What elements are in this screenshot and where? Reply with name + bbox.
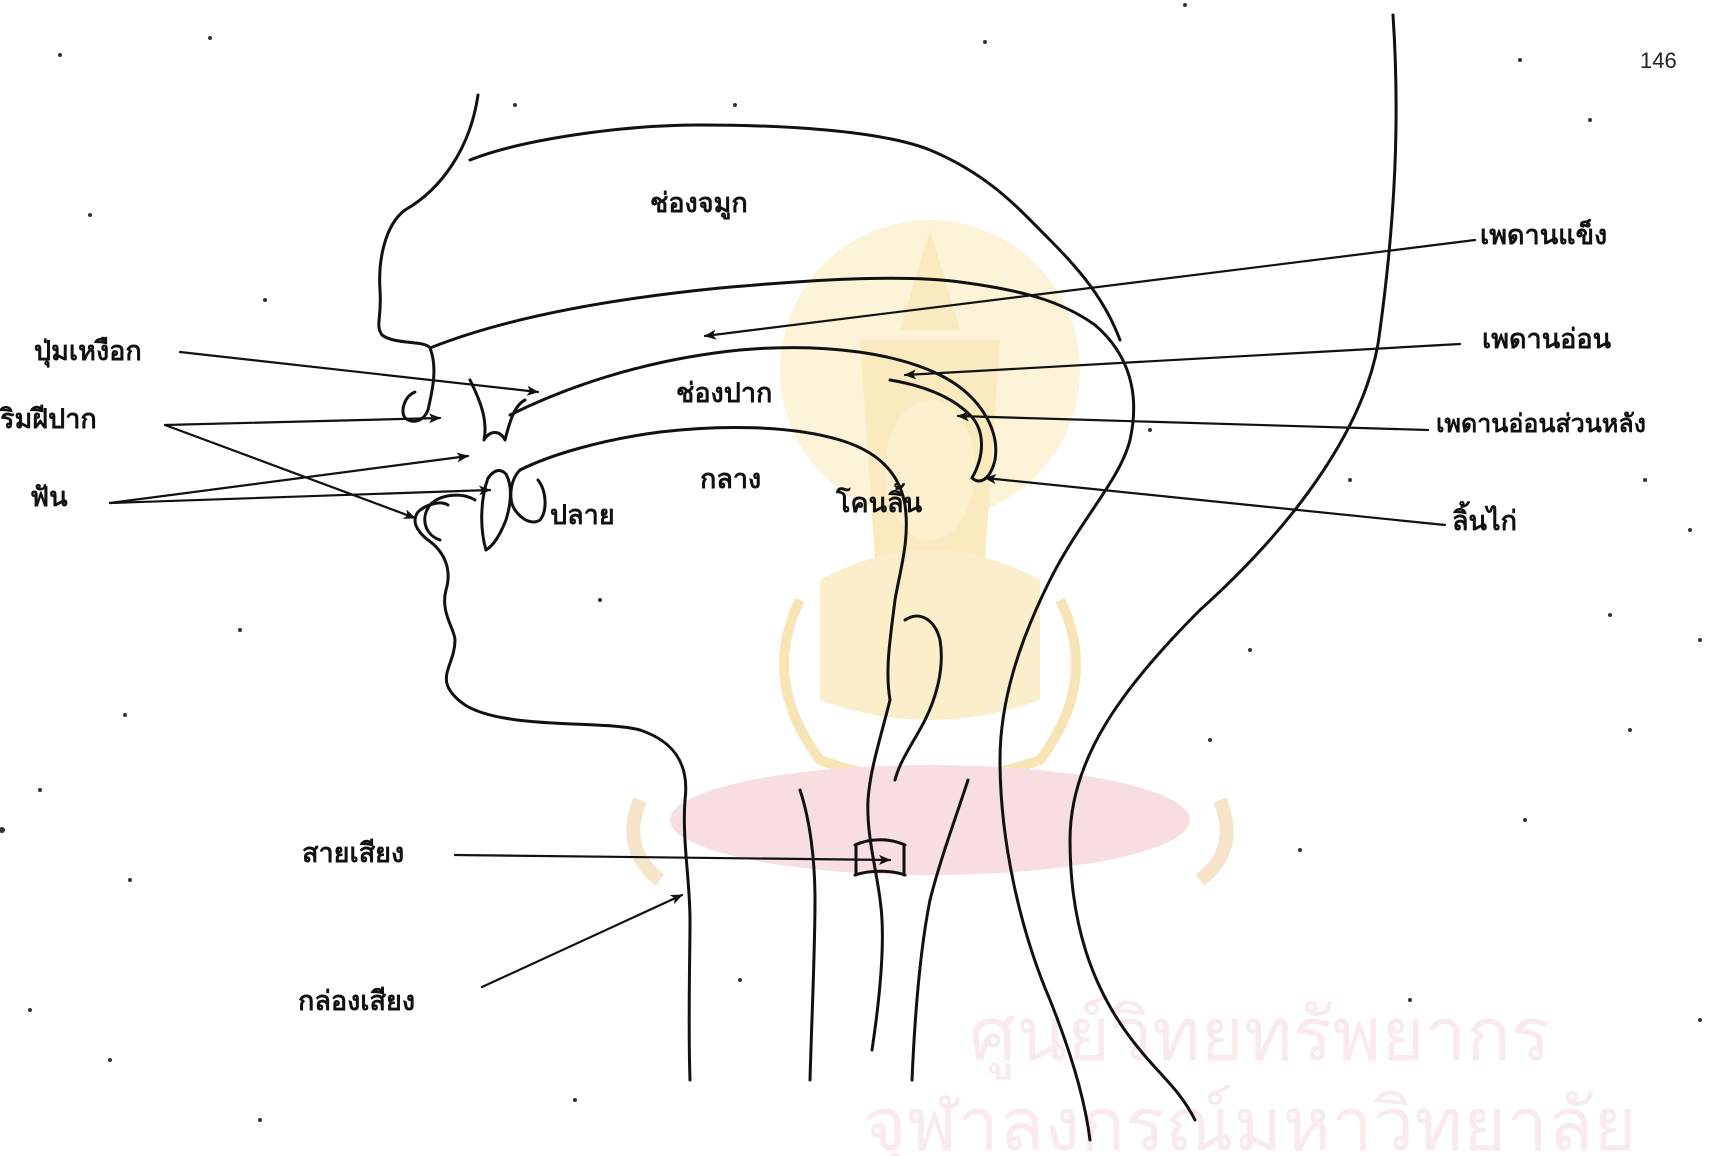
leader-lips-lower bbox=[165, 425, 415, 518]
scan-noise bbox=[0, 3, 1702, 1122]
label-oral-cavity: ช่องปาก bbox=[676, 378, 772, 409]
watermark-line1: ศูนย์วิทยทรัพยากร bbox=[969, 992, 1550, 1080]
watermark-line2: จุฬาลงกรณ์มหาวิทยาลัย bbox=[863, 1082, 1636, 1156]
label-soft-palate: เพดานอ่อน bbox=[1482, 324, 1612, 355]
lower-lip-outline bbox=[425, 495, 475, 540]
pharynx-wall bbox=[868, 700, 890, 1050]
label-tongue-root: โคนลิ้น bbox=[835, 482, 923, 519]
watermark-emblem-icon bbox=[633, 220, 1226, 880]
label-teeth: ฟัน bbox=[30, 482, 68, 513]
label-vocal-cords: สายเสียง bbox=[302, 838, 404, 869]
face-profile-upper bbox=[379, 95, 478, 421]
label-tongue-middle: กลาง bbox=[700, 464, 761, 495]
label-alveolar-ridge: ปุ่มเหงือก bbox=[34, 336, 142, 368]
label-tongue-tip: ปลาย bbox=[550, 500, 615, 531]
face-profile-lower bbox=[415, 503, 690, 1080]
label-uvula: ลิ้นไก่ bbox=[1452, 500, 1517, 537]
lower-tooth-outline bbox=[482, 471, 511, 550]
label-lips: ริมฝีปาก bbox=[0, 404, 97, 435]
label-larynx: กล่องเสียง bbox=[298, 986, 415, 1017]
leader-larynx bbox=[482, 895, 682, 987]
label-nasal-cavity: ช่องจมูก bbox=[650, 188, 748, 220]
leader-uvula bbox=[985, 478, 1445, 525]
label-velum-back: เพดานอ่อนส่วนหลัง bbox=[1436, 409, 1646, 438]
label-hard-palate: เพดานแข็ง bbox=[1480, 217, 1607, 251]
leader-alveolar bbox=[180, 352, 538, 392]
watermark: ศูนย์วิทยทรัพยากร จุฬาลงกรณ์มหาวิทยาลัย bbox=[633, 220, 1636, 1156]
page-number: 146 bbox=[1640, 48, 1677, 73]
leader-lips-upper bbox=[165, 418, 440, 425]
tongue-tip-outline bbox=[511, 470, 545, 522]
head-back-outline bbox=[1070, 15, 1396, 1120]
